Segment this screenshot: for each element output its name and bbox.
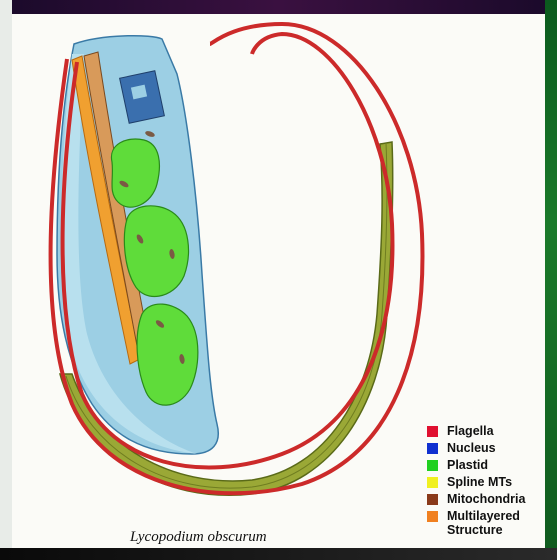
legend-label: Mitochondria <box>447 492 525 506</box>
legend-item-flagella: Flagella <box>427 424 557 441</box>
legend-swatch <box>427 511 438 522</box>
plastid-3 <box>137 304 198 405</box>
legend-label: Spline MTs <box>447 475 512 489</box>
legend-label: Flagella <box>447 424 494 438</box>
legend-swatch <box>427 460 438 471</box>
top-border <box>0 0 557 14</box>
illustration-paper: Flagella Nucleus Plastid Spline MTs Mito… <box>12 14 545 548</box>
plastid-2 <box>124 206 188 297</box>
legend-item-nucleus: Nucleus <box>427 441 557 458</box>
legend-swatch <box>427 426 438 437</box>
legend-item-spline-mts: Spline MTs <box>427 475 557 492</box>
legend-label: Multilayered Structure <box>447 509 537 537</box>
legend-label: Nucleus <box>447 441 496 455</box>
legend-label: Plastid <box>447 458 488 472</box>
legend-item-plastid: Plastid <box>427 458 557 475</box>
legend-item-multilayered-structure: Multilayered Structure <box>427 509 557 541</box>
legend-item-mitochondria: Mitochondria <box>427 492 557 509</box>
bottom-border <box>0 548 557 560</box>
legend: Flagella Nucleus Plastid Spline MTs Mito… <box>427 424 557 541</box>
legend-swatch <box>427 443 438 454</box>
species-caption: Lycopodium obscurum <box>130 529 267 546</box>
legend-swatch <box>427 477 438 488</box>
legend-swatch <box>427 494 438 505</box>
left-border <box>0 0 12 560</box>
